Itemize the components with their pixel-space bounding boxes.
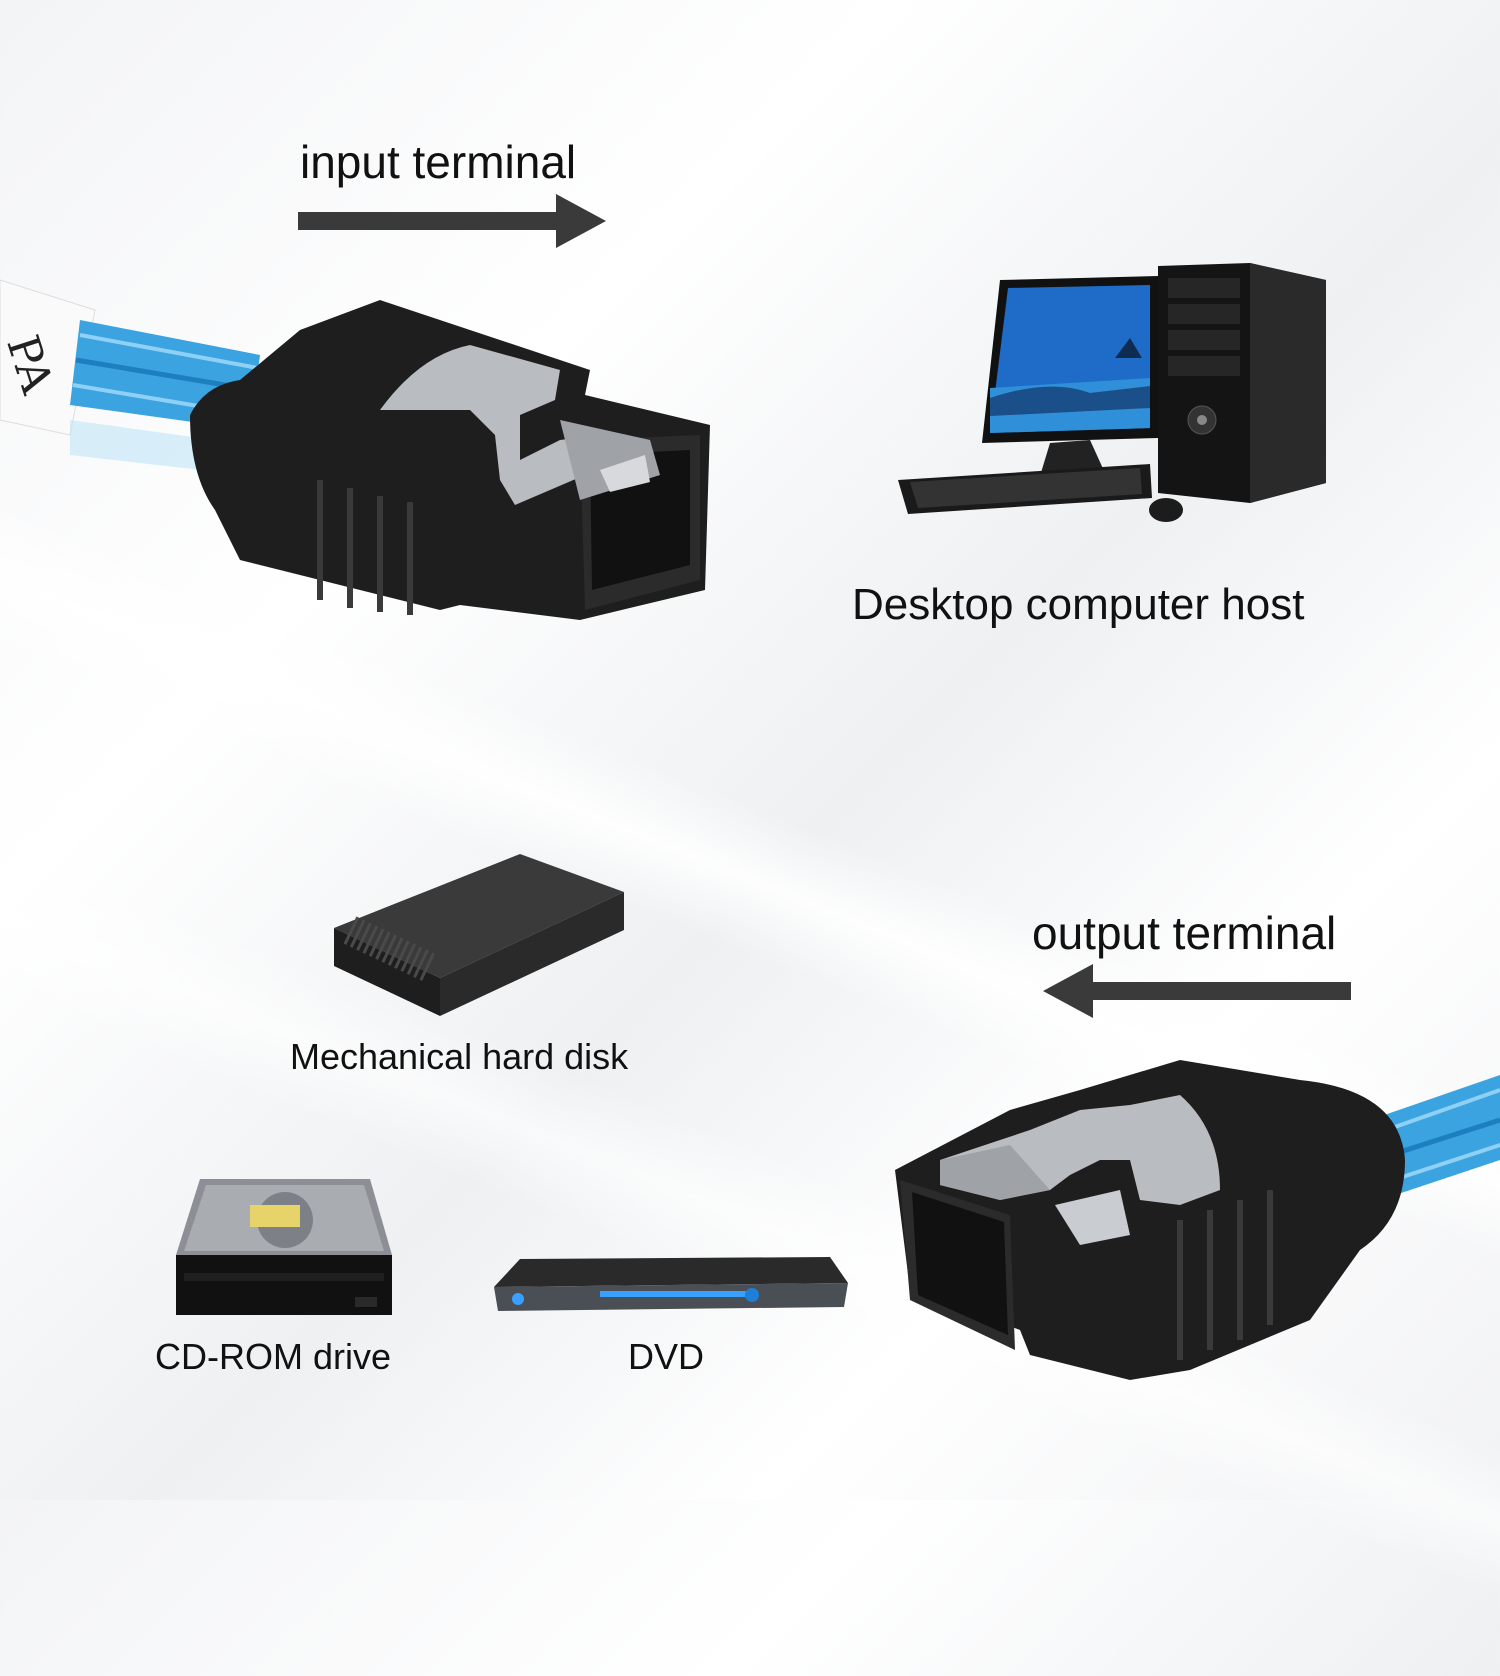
desktop-computer-icon [898, 263, 1326, 522]
sata-connector-bottom [895, 1060, 1500, 1380]
input-terminal-label: input terminal [300, 136, 577, 188]
monitor [982, 276, 1158, 476]
dvd-label: DVD [628, 1336, 705, 1377]
mouse [1149, 498, 1183, 522]
hdd-label: Mechanical hard disk [290, 1036, 629, 1077]
sata-connector-top: PA [0, 279, 710, 620]
arrow-right-icon [298, 194, 606, 248]
arrow-left-icon [1043, 964, 1351, 1018]
keyboard [898, 464, 1152, 514]
cdrom-drive-icon [176, 1179, 392, 1315]
output-terminal-label: output terminal [1032, 907, 1337, 959]
desktop-host-label: Desktop computer host [852, 580, 1305, 629]
dvd-player-icon [494, 1257, 848, 1311]
metal-latch [940, 1095, 1220, 1245]
hard-disk-icon [334, 854, 624, 1016]
pc-tower [1158, 263, 1326, 503]
cdrom-label: CD-ROM drive [155, 1336, 392, 1377]
metal-latch [380, 345, 660, 505]
